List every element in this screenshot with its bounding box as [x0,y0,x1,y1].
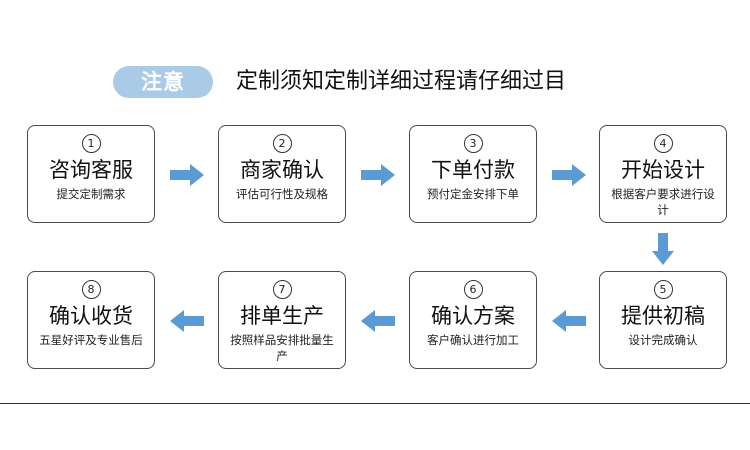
step-title: 开始设计 [621,158,705,182]
step-description: 预付定金安排下单 [427,187,519,201]
arrow-right-icon [361,164,395,186]
step-number: 4 [653,134,673,153]
header: 注意 定制须知定制详细过程请仔细过目 [0,62,750,102]
step-box-8: 8 确认收货 五星好评及专业售后 [27,271,155,369]
step-box-7: 7 排单生产 按照样品安排批量生产 [218,271,346,369]
step-number: 1 [81,134,101,153]
divider [0,403,750,404]
step-description: 五星好评及专业售后 [39,333,143,347]
step-box-4: 4 开始设计 根据客户要求进行设计 [599,125,727,223]
step-description: 按照样品安排批量生产 [230,333,334,363]
step-box-3: 3 下单付款 预付定金安排下单 [409,125,537,223]
step-number: 3 [463,134,483,153]
step-box-5: 5 提供初稿 设计完成确认 [599,271,727,369]
step-number: 8 [81,280,101,299]
step-title: 下单付款 [431,158,515,182]
arrow-left-icon [361,310,395,332]
header-title: 定制须知定制详细过程请仔细过目 [236,69,567,94]
step-number: 2 [272,134,292,153]
step-title: 提供初稿 [621,304,705,328]
step-title: 商家确认 [240,158,324,182]
arrow-right-icon [170,164,204,186]
step-title: 确认方案 [431,304,515,328]
step-description: 评估可行性及规格 [236,187,328,201]
step-box-2: 2 商家确认 评估可行性及规格 [218,125,346,223]
step-number: 5 [653,280,673,299]
step-title: 确认收货 [49,304,133,328]
step-description: 根据客户要求进行设计 [611,187,715,217]
step-description: 提交定制需求 [56,187,126,201]
step-box-6: 6 确认方案 客户确认进行加工 [409,271,537,369]
step-description: 设计完成确认 [628,333,698,347]
arrow-down-icon [652,233,674,265]
arrow-left-icon [552,310,586,332]
step-title: 排单生产 [240,304,324,328]
notice-badge: 注意 [113,66,213,98]
arrow-left-icon [170,310,204,332]
arrow-right-icon [552,164,586,186]
step-title: 咨询客服 [49,158,133,182]
step-description: 客户确认进行加工 [427,333,519,347]
step-number: 7 [272,280,292,299]
step-box-1: 1 咨询客服 提交定制需求 [27,125,155,223]
step-number: 6 [463,280,483,299]
